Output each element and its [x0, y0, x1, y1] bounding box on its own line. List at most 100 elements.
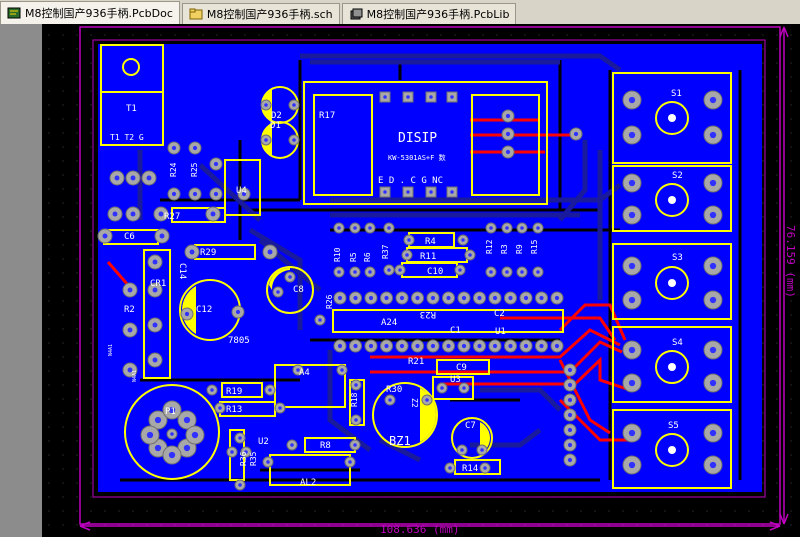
pad-hole — [628, 379, 636, 387]
pad-hole — [288, 275, 292, 279]
label-R29: R29 — [200, 248, 216, 258]
schematic-icon — [189, 8, 203, 20]
label-S2: S2 — [672, 171, 683, 181]
pad-hole — [368, 295, 374, 301]
pad-hole — [183, 444, 191, 452]
pad-hole — [461, 238, 465, 242]
label-CR1: CR1 — [150, 279, 166, 289]
pad-hole — [354, 383, 358, 387]
dimension-width-line — [79, 521, 781, 531]
label-U3: U3 — [450, 375, 461, 385]
pad-hole — [154, 444, 162, 452]
tab-pcblib[interactable]: M8控制国产936手柄.PcbLib — [341, 3, 517, 24]
C8-outline — [266, 266, 314, 314]
pad-hole — [429, 95, 433, 99]
document-tab-bar: M8控制国产936手柄.PcbDoc M8控制国产936手柄.sch M8控制国… — [0, 0, 800, 25]
label-C8: C8 — [293, 285, 304, 295]
pad-hole — [492, 343, 498, 349]
label-R25: R25 — [190, 162, 199, 177]
label-R23: R23 — [420, 309, 436, 319]
pad-hole — [567, 442, 573, 448]
pad-hole — [446, 343, 451, 349]
pad-hole — [353, 270, 357, 274]
tab-schematic[interactable]: M8控制国产936手柄.sch — [181, 3, 340, 24]
label-D2: D2 — [271, 111, 282, 121]
pad-hole — [448, 466, 452, 470]
bottom-traces — [137, 53, 622, 463]
pad-hole — [184, 311, 190, 317]
label-C6: C6 — [124, 232, 135, 242]
label-C9: C9 — [456, 363, 467, 373]
pad-hole — [539, 295, 544, 301]
S1-outline — [612, 72, 732, 164]
label-7805: 7805 — [228, 336, 250, 346]
pad-hole — [628, 262, 636, 270]
pad-hole — [462, 386, 466, 390]
pad-hole — [628, 346, 636, 354]
label-neg2: N4A1 — [132, 370, 138, 382]
pad-hole — [383, 190, 387, 194]
pad-hole — [264, 103, 268, 107]
label-S1: S1 — [671, 89, 682, 99]
pad-hole — [415, 343, 420, 349]
pad-hole — [536, 226, 540, 230]
pad-hole — [238, 483, 242, 487]
pad-hole — [399, 343, 405, 349]
tab-pcbdoc[interactable]: M8控制国产936手柄.PcbDoc — [0, 1, 180, 24]
label-T1: T1 — [126, 104, 137, 114]
label-BZ1: BZ1 — [389, 434, 411, 448]
pad-hole — [292, 138, 296, 142]
pad-hole — [628, 211, 636, 219]
pad-hole — [383, 95, 387, 99]
pad-hole — [340, 368, 344, 372]
pad-hole — [505, 226, 509, 230]
pad-hole — [505, 113, 511, 119]
CR1-outline — [143, 249, 171, 379]
pad-hole — [241, 191, 247, 197]
pad-hole — [130, 211, 136, 217]
pad-hole — [168, 451, 176, 459]
label-display: DISIP — [398, 131, 437, 146]
pad-hole — [318, 318, 322, 322]
pad-hole — [337, 343, 343, 349]
label-R18: R18 — [350, 392, 359, 407]
pad-hole — [152, 322, 158, 328]
C7-outline — [451, 417, 493, 459]
label-R12: R12 — [485, 239, 494, 254]
pad-hole — [523, 343, 529, 349]
pad-hole — [709, 262, 717, 270]
pad-hole — [112, 211, 118, 217]
dimension-width-label: 108.636 (mm) — [380, 523, 459, 536]
label-U2: U2 — [258, 437, 269, 447]
pad-hole — [210, 388, 214, 392]
pad-hole — [446, 295, 451, 301]
label-R26: R26 — [325, 294, 334, 309]
pad-hole — [183, 416, 191, 424]
pad-hole — [266, 460, 270, 464]
pad-hole — [450, 190, 454, 194]
switch-actuators — [655, 101, 689, 467]
label-C2: C2 — [494, 309, 505, 319]
pad-hole — [213, 161, 219, 167]
pad-hole — [508, 343, 513, 349]
pad-hole — [628, 131, 636, 139]
pad-hole — [213, 191, 219, 197]
pad-hole — [405, 253, 409, 257]
dimension-height-label: 76.159 (mm) — [784, 225, 797, 298]
pad-hole — [505, 270, 509, 274]
pad-hole — [354, 418, 358, 422]
pad-hole — [483, 466, 487, 470]
pad-hole — [567, 457, 573, 463]
P1-outline — [124, 384, 220, 480]
pad-hole — [384, 343, 389, 349]
keep-out-outline — [79, 26, 781, 525]
pad-hole — [415, 295, 420, 301]
pad-hole — [353, 443, 357, 447]
pad-hole — [709, 131, 717, 139]
pad-hole — [458, 268, 462, 272]
label-neg1: N4A1 — [108, 344, 114, 356]
label-U1: U1 — [495, 327, 506, 337]
label-R19: R19 — [226, 387, 242, 397]
pad-hole — [567, 397, 573, 403]
